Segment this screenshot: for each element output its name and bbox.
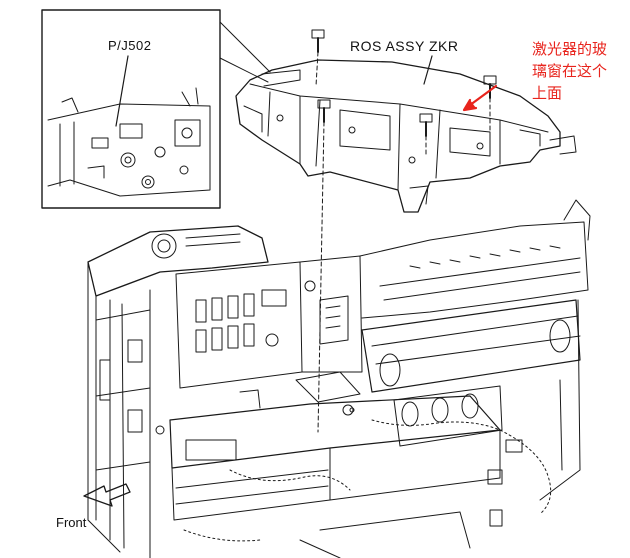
- annotation-arrow: [462, 84, 498, 112]
- printer-body-drawing: [87, 199, 591, 558]
- ros-assembly-drawing: [235, 55, 577, 213]
- front-arrow: [83, 483, 131, 507]
- front-label: Front: [56, 515, 87, 530]
- inset-detail-box: [41, 9, 271, 209]
- connector-label: P/J502: [108, 38, 152, 53]
- assembly-label: ROS ASSY ZKR: [350, 38, 459, 54]
- annotation-line: 激光器的玻: [532, 40, 608, 58]
- screws: [311, 29, 497, 433]
- annotation-line: 璃窗在这个: [532, 62, 608, 80]
- annotation-line: 上面: [532, 84, 563, 102]
- annotation-note: 激光器的玻 璃窗在这个 上面: [532, 38, 628, 104]
